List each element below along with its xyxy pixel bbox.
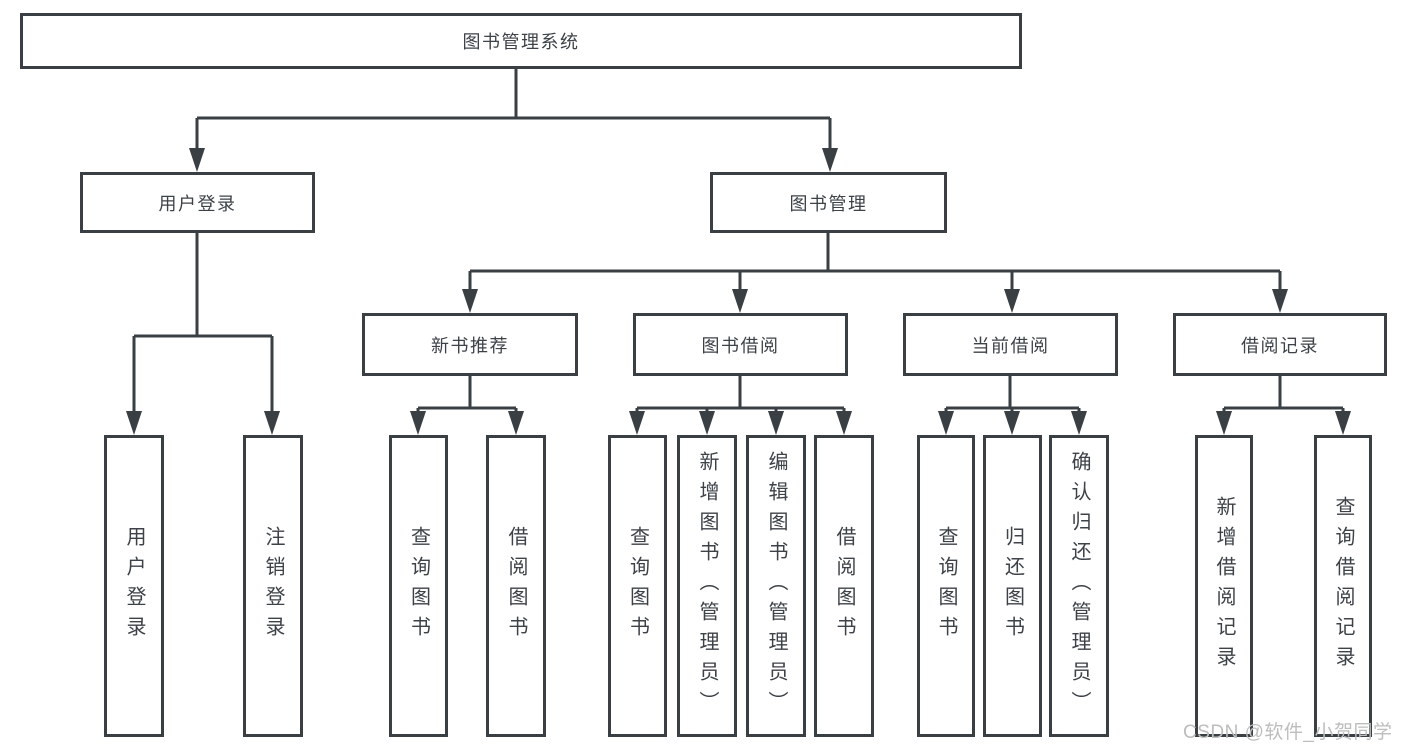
leaf-label: 用户登录 bbox=[123, 526, 145, 646]
node-section-borrow-records-label: 借阅记录 bbox=[1241, 335, 1319, 356]
arrowheads bbox=[126, 148, 1351, 435]
connector-user-login bbox=[132, 233, 274, 415]
arrow-icon bbox=[508, 411, 524, 435]
node-leaf-records-query: 查询借阅记录 bbox=[1314, 435, 1372, 737]
connector-borrow-records bbox=[1222, 376, 1345, 415]
leaf-label: 查询借阅记录 bbox=[1332, 496, 1354, 676]
arrow-icon bbox=[836, 411, 852, 435]
arrow-icon bbox=[768, 411, 784, 435]
node-book-management: 图书管理 bbox=[710, 172, 947, 233]
arrow-icon bbox=[629, 411, 645, 435]
arrow-icon bbox=[732, 289, 748, 313]
node-leaf-user-login: 用户登录 bbox=[104, 435, 164, 737]
arrow-icon bbox=[699, 411, 715, 435]
arrow-icon bbox=[410, 411, 426, 435]
connector-new-books bbox=[416, 376, 518, 415]
node-root-label: 图书管理系统 bbox=[462, 32, 580, 52]
leaf-label: 借阅图书 bbox=[505, 526, 527, 646]
arrow-icon bbox=[1004, 289, 1020, 313]
node-leaf-current-return: 归还图书 bbox=[983, 435, 1042, 737]
node-leaf-borrow-query: 查询图书 bbox=[608, 435, 667, 737]
arrow-icon bbox=[1004, 411, 1020, 435]
leaf-label: 注销登录 bbox=[262, 526, 284, 646]
node-section-current-borrow-label: 当前借阅 bbox=[971, 335, 1050, 356]
node-section-book-borrow-label: 图书借阅 bbox=[701, 335, 780, 356]
arrow-icon bbox=[938, 411, 954, 435]
leaf-label: 确认归还（管理员） bbox=[1068, 451, 1090, 721]
arrow-icon bbox=[189, 148, 205, 172]
node-leaf-current-query: 查询图书 bbox=[917, 435, 975, 737]
csdn-watermark: CSDN @软件_小贺同学 bbox=[1183, 722, 1393, 743]
node-section-book-borrow: 图书借阅 bbox=[633, 313, 848, 376]
connector-book-management bbox=[468, 233, 1282, 293]
arrow-icon bbox=[264, 411, 280, 435]
leaf-label: 查询图书 bbox=[626, 526, 649, 646]
leaf-label: 查询图书 bbox=[935, 526, 957, 646]
arrow-icon bbox=[462, 289, 478, 313]
connector-book-borrow bbox=[635, 376, 846, 415]
connector-root bbox=[195, 68, 832, 152]
node-section-current-borrow: 当前借阅 bbox=[903, 313, 1118, 376]
arrow-icon bbox=[1335, 411, 1351, 435]
node-leaf-borrow-add: 新增图书（管理员） bbox=[677, 435, 737, 737]
arrow-icon bbox=[1071, 411, 1087, 435]
arrow-icon bbox=[822, 148, 838, 172]
node-leaf-current-confirm: 确认归还（管理员） bbox=[1049, 435, 1109, 737]
leaf-label: 编辑图书（管理员） bbox=[765, 451, 787, 721]
node-leaf-logout: 注销登录 bbox=[243, 435, 303, 737]
node-leaf-borrow-edit: 编辑图书（管理员） bbox=[746, 435, 806, 737]
node-leaf-newbooks-query: 查询图书 bbox=[389, 435, 448, 737]
node-section-borrow-records: 借阅记录 bbox=[1173, 313, 1387, 376]
leaf-label: 归还图书 bbox=[1001, 526, 1024, 646]
node-leaf-borrow-book: 借阅图书 bbox=[814, 435, 874, 737]
leaf-label: 新增图书（管理员） bbox=[696, 451, 718, 721]
node-leaf-newbooks-borrow: 借阅图书 bbox=[486, 435, 546, 737]
node-user-login-label: 用户登录 bbox=[158, 193, 237, 214]
arrow-icon bbox=[1216, 411, 1232, 435]
node-root: 图书管理系统 bbox=[20, 13, 1022, 69]
arrow-icon bbox=[1272, 289, 1288, 313]
node-section-new-books-label: 新书推荐 bbox=[431, 335, 509, 356]
node-user-login: 用户登录 bbox=[80, 172, 315, 233]
node-section-new-books: 新书推荐 bbox=[362, 313, 578, 376]
leaf-label: 新增借阅记录 bbox=[1213, 496, 1235, 676]
arrow-icon bbox=[126, 411, 142, 435]
leaf-label: 借阅图书 bbox=[833, 526, 855, 646]
leaf-label: 查询图书 bbox=[407, 526, 430, 646]
connector-current-borrow bbox=[944, 376, 1081, 415]
node-book-management-label: 图书管理 bbox=[789, 193, 868, 214]
node-leaf-records-add: 新增借阅记录 bbox=[1195, 435, 1253, 737]
